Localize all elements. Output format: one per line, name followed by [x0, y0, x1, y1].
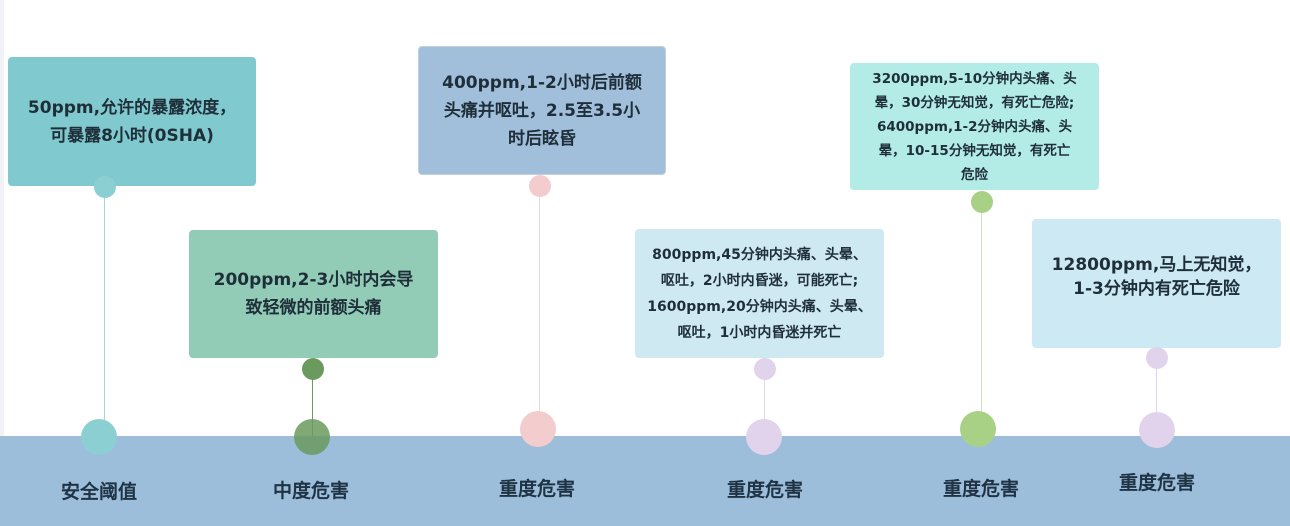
stage-connector: [539, 186, 540, 437]
stage-top-dot: [302, 358, 324, 380]
stage-card-text: 400ppm,1-2小时后前额 头痛并呕吐，2.5至3.5小 时后眩昏: [442, 72, 642, 149]
stage-bottom-dot: [81, 419, 117, 455]
stage-card-text: 12800ppm,马上无知觉， 1-3分钟内有死亡危险: [1051, 254, 1262, 299]
stage-label: 重度危害: [726, 479, 804, 501]
stage-bottom-dot: [294, 419, 330, 455]
stage-card-severe-1: 400ppm,1-2小时后前额 头痛并呕吐，2.5至3.5小 时后眩昏: [418, 46, 666, 175]
stage-label: 中度危害: [272, 480, 350, 502]
stage-connector: [312, 369, 313, 437]
stage-bottom-dot: [960, 411, 996, 447]
stage-top-dot: [94, 176, 116, 198]
stage-card-severe-2: 800ppm,45分钟内头痛、头晕、 呕吐，2小时内昏迷，可能死亡; 1600p…: [635, 229, 884, 358]
stage-label: 重度危害: [942, 478, 1020, 500]
stage-card-moderate: 200ppm,2-3小时内会导 致轻微的前额头痛: [189, 230, 438, 358]
stage-label: 安全阈值: [60, 481, 138, 503]
stage-connector: [981, 212, 982, 437]
stage-top-dot: [529, 175, 551, 197]
stage-card-safe: 50ppm,允许的暴露浓度， 可暴露8小时(0SHA): [8, 57, 256, 186]
stage-label: 重度危害: [498, 478, 576, 500]
timeline-band: [0, 436, 1290, 526]
stage-card-text: 800ppm,45分钟内头痛、头晕、 呕吐，2小时内昏迷，可能死亡; 1600p…: [647, 246, 872, 341]
stage-bottom-dot: [746, 419, 782, 455]
stage-card-text: 200ppm,2-3小时内会导 致轻微的前额头痛: [213, 270, 414, 318]
stage-card-text: 50ppm,允许的暴露浓度， 可暴露8小时(0SHA): [27, 97, 237, 146]
stage-connector: [764, 369, 765, 437]
stage-label: 重度危害: [1118, 472, 1196, 494]
stage-card-text: 3200ppm,5-10分钟内头痛、头 晕，30分钟无知觉，有死亡危险; 640…: [872, 70, 1077, 183]
stage-top-dot: [971, 191, 993, 213]
stage-bottom-dot: [1139, 412, 1175, 448]
stage-top-dot: [754, 358, 776, 380]
stage-bottom-dot: [520, 411, 556, 447]
stage-top-dot: [1146, 347, 1168, 369]
stage-card-severe-3: 3200ppm,5-10分钟内头痛、头 晕，30分钟无知觉，有死亡危险; 640…: [850, 63, 1099, 190]
stage-connector: [1156, 368, 1157, 437]
stage-connector: [104, 187, 105, 437]
page-left-edge: [0, 0, 4, 526]
stage-card-severe-4: 12800ppm,马上无知觉， 1-3分钟内有死亡危险: [1032, 219, 1281, 348]
